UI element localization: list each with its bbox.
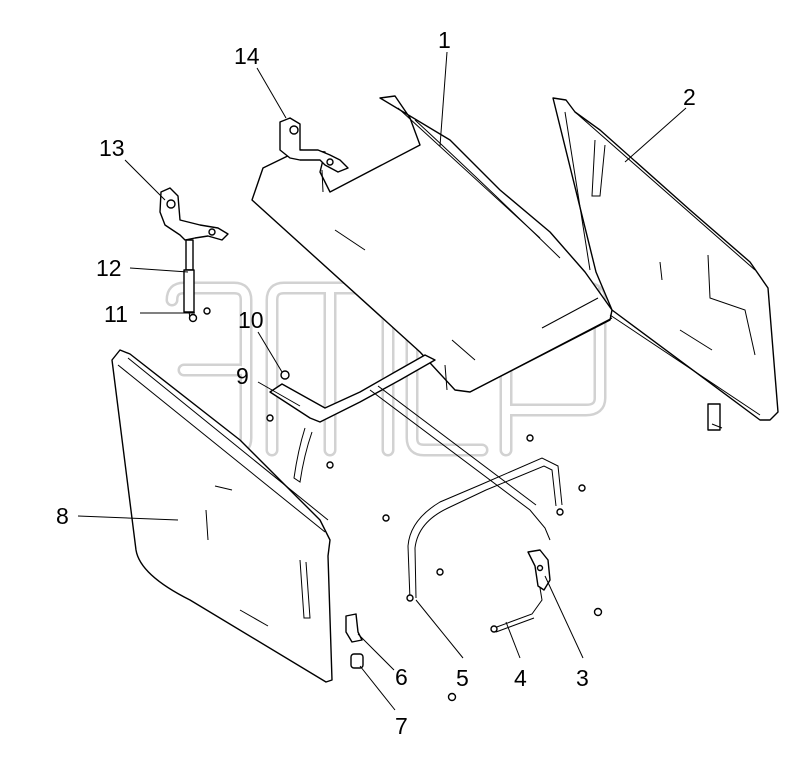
callout-1: 1: [438, 27, 451, 53]
callout-3: 3: [576, 665, 589, 691]
leader-lines: [77, 51, 687, 711]
part-14-hinge: [279, 117, 349, 193]
callout-7: 7: [395, 713, 408, 739]
part-13-hinge: [159, 187, 229, 241]
callout-12: 12: [96, 255, 122, 281]
callout-2: 2: [683, 84, 696, 110]
hardware-nuts: [266, 414, 603, 702]
part-7-bushing: [350, 653, 364, 669]
part-1-hood: [251, 95, 613, 393]
callout-6: 6: [395, 664, 408, 690]
callout-11: 11: [104, 301, 128, 327]
part-6-bracket: [345, 613, 363, 643]
callout-9: 9: [236, 363, 249, 389]
callout-13: 13: [99, 135, 125, 161]
callout-8: 8: [56, 503, 69, 529]
callout-5: 5: [456, 665, 469, 691]
part-12-strut: [183, 239, 195, 319]
part-8-left-panel: [111, 349, 333, 683]
part-5-fitting: [406, 594, 414, 602]
part-2-right-panel: [552, 97, 779, 431]
callout-labels: 1 2 3 4 5 6 7 8 9 10 11 12 13 14: [56, 27, 696, 739]
callout-4: 4: [514, 665, 527, 691]
callout-14: 14: [234, 43, 260, 69]
part-10-nut: [280, 370, 290, 380]
part-9-frame: [269, 354, 563, 601]
callout-10: 10: [238, 307, 264, 333]
part-3-bracket: [527, 549, 551, 591]
part-4-rod: [490, 587, 543, 633]
part-11-fastener: [188, 307, 211, 323]
